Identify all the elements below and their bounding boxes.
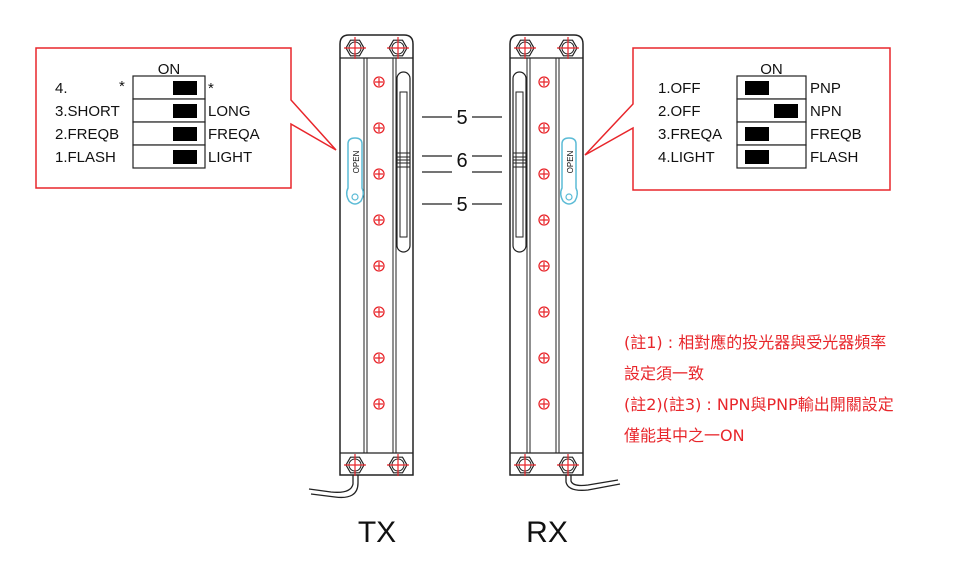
rx_panel-switch-left-label: 3.FREQA xyxy=(658,126,722,143)
led-cross xyxy=(540,124,548,132)
note-2-3-cont: 僅能其中之一ON xyxy=(624,426,745,445)
tx-unit-bottom-nut-left xyxy=(344,454,366,476)
tx_panel-dip-switch-knob xyxy=(173,150,197,164)
rx-unit-top-nut-left xyxy=(514,37,536,59)
rx-unit-top-nut-left-crosshair xyxy=(514,37,536,59)
rx_panel-switch-left-label: 1.OFF xyxy=(658,80,701,97)
rx-unit-open-tab xyxy=(559,137,579,205)
rx_panel-switch-right-label: FREQB xyxy=(810,126,862,143)
led-cross xyxy=(540,308,548,316)
led-cross xyxy=(375,124,383,132)
tx_panel-switch-left-label: 1.FLASH xyxy=(55,149,116,166)
led-cross xyxy=(540,354,548,362)
led-icon xyxy=(373,306,385,318)
rx-unit-open-tab-hole xyxy=(565,193,573,201)
rx_panel-on-label: ON xyxy=(760,61,783,78)
tx-unit-bottom-nut-right xyxy=(387,454,409,476)
rx_panel-switch-right-label: PNP xyxy=(810,80,841,97)
led-icon xyxy=(373,352,385,364)
note-1-cont: 設定須一致 xyxy=(624,364,705,383)
led-icon xyxy=(538,122,550,134)
dimension-top-label: 5 xyxy=(456,107,467,129)
rx-unit-bottom-nut-right-crosshair xyxy=(557,454,579,476)
led-cross xyxy=(540,78,548,86)
led-cross xyxy=(375,216,383,224)
tx_panel-dip-switch-knob xyxy=(173,104,197,118)
tx-unit-lens-slot xyxy=(396,71,411,253)
led-cross xyxy=(540,216,548,224)
tx_panel-switch-left-label: 2.FREQB xyxy=(55,126,119,143)
rx-unit-bottom-nut-right xyxy=(557,454,579,476)
led-cross xyxy=(375,400,383,408)
tx-unit-top-nut-right-crosshair xyxy=(387,37,409,59)
rx-unit-top-nut-right-crosshair xyxy=(557,37,579,59)
rx-unit-lens-inner xyxy=(515,91,524,238)
tx_panel-on-label: ON xyxy=(158,61,181,78)
led-icon xyxy=(373,214,385,226)
tx_panel-switch-left-extra: * xyxy=(119,78,125,95)
note-2-3: (註2)(註3) : NPN與PNP輸出開關設定 xyxy=(624,395,894,414)
rx_panel-dip-switch-knob xyxy=(745,127,769,141)
led-cross xyxy=(375,262,383,270)
rx-unit-bottom-nut-left xyxy=(514,454,536,476)
led-icon xyxy=(373,76,385,88)
rx-callout-box xyxy=(584,47,891,191)
tx-unit-top-nut-left-crosshair xyxy=(344,37,366,59)
rx_panel-switch-left-label: 4.LIGHT xyxy=(658,149,715,166)
tx-unit-top-nut-left xyxy=(344,37,366,59)
rx-label: RX xyxy=(526,516,568,549)
led-cross xyxy=(375,308,383,316)
led-icon xyxy=(538,306,550,318)
tx-unit-top-nut-right xyxy=(387,37,409,59)
led-icon xyxy=(373,398,385,410)
led-icon xyxy=(538,398,550,410)
rx_panel-dip-switch-knob xyxy=(774,104,798,118)
tx_panel-switch-right-label: LONG xyxy=(208,103,251,120)
led-cross xyxy=(540,262,548,270)
led-icon xyxy=(538,76,550,88)
tx_panel-switch-right-label: * xyxy=(208,80,214,97)
led-icon xyxy=(538,352,550,364)
tx_panel-switch-right-label: LIGHT xyxy=(208,149,252,166)
rx-unit-open-label: OPEN xyxy=(566,150,575,173)
tx_panel-dip-switch-knob xyxy=(173,127,197,141)
rx-unit-cable xyxy=(565,475,621,491)
tx-unit-lens-inner xyxy=(399,91,408,238)
led-cross xyxy=(540,170,548,178)
note-1: (註1) : 相對應的投光器與受光器頻率 xyxy=(624,333,887,352)
led-icon xyxy=(538,168,550,180)
tx-unit-bottom-nut-right-crosshair xyxy=(387,454,409,476)
tx_panel-switch-right-label: FREQA xyxy=(208,126,260,143)
led-icon xyxy=(373,122,385,134)
tx-unit-bottom-nut-left-crosshair xyxy=(344,454,366,476)
tx_panel-switch-left-label: 3.SHORT xyxy=(55,103,120,120)
tx_panel-switch-left-label: 4. xyxy=(55,80,68,97)
tx-unit-open-tab-hole xyxy=(351,193,359,201)
tx_panel-dip-switch-knob xyxy=(173,81,197,95)
rx_panel-switch-right-label: FLASH xyxy=(810,149,858,166)
led-icon xyxy=(373,168,385,180)
tx-callout-box xyxy=(35,47,337,189)
rx_panel-switch-left-label: 2.OFF xyxy=(658,103,701,120)
led-icon xyxy=(373,260,385,272)
tx-unit-open-tab xyxy=(345,137,365,205)
rx-unit-top-nut-right xyxy=(557,37,579,59)
tx-label: TX xyxy=(358,516,396,549)
led-cross xyxy=(375,78,383,86)
dimension-middle-label: 6 xyxy=(456,150,467,172)
dimension-bottom-label: 5 xyxy=(456,194,467,216)
led-icon xyxy=(538,214,550,226)
rx_panel-dip-switch-knob xyxy=(745,150,769,164)
led-cross xyxy=(375,170,383,178)
rx-unit-bottom-nut-left-crosshair xyxy=(514,454,536,476)
led-icon xyxy=(538,260,550,272)
rx_panel-dip-switch-knob xyxy=(745,81,769,95)
tx-unit-open-label: OPEN xyxy=(352,150,361,173)
led-cross xyxy=(375,354,383,362)
tx-unit-cable xyxy=(308,475,359,499)
led-cross xyxy=(540,400,548,408)
rx_panel-switch-right-label: NPN xyxy=(810,103,842,120)
rx-unit-lens-slot xyxy=(512,71,527,253)
